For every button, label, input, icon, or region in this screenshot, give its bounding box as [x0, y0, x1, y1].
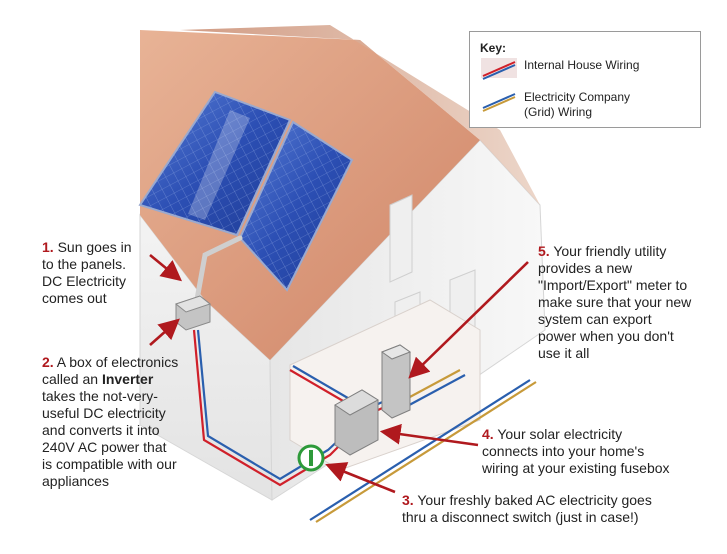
solar-panels	[138, 90, 354, 292]
step-2-inverter-term: Inverter	[101, 371, 154, 387]
roof-gable-trim	[180, 25, 540, 205]
step-1-number: 1.	[42, 239, 54, 255]
callout-step-1: 1. Sun goes in to the panels. DC Electri…	[42, 239, 172, 307]
internal-wiring-swatch	[481, 58, 517, 80]
inverter-box	[174, 295, 212, 331]
disconnect-switch	[297, 444, 325, 472]
key-grid-label-line1: Electricity Company	[524, 90, 631, 104]
window-upper	[389, 194, 413, 283]
step-5-number: 5.	[538, 243, 550, 259]
step-3-text: Your freshly baked AC electricity goes t…	[402, 492, 652, 525]
callout-step-3: 3. Your freshly baked AC electricity goe…	[402, 492, 702, 526]
step-2-number: 2.	[42, 354, 54, 370]
grid-wiring-swatch	[482, 93, 516, 112]
step-4-text: Your solar electricity connects into you…	[482, 426, 670, 476]
key-grid-label-line2: (Grid) Wiring	[524, 105, 592, 119]
callout-arrows	[149, 253, 529, 494]
import-export-meter	[380, 344, 412, 419]
step-1-text: Sun goes in to the panels. DC Electricit…	[42, 239, 132, 306]
arrow-step-5	[408, 261, 529, 379]
step-2-text-a: A box of electronics called an	[42, 354, 179, 387]
dc-conduit	[193, 235, 243, 308]
fusebox	[334, 389, 379, 456]
arrow-step-3	[325, 462, 396, 494]
callout-step-2: 2. A box of electronics called an Invert…	[42, 354, 212, 490]
key-internal-label: Internal House Wiring	[524, 58, 640, 72]
callout-step-4: 4. Your solar electricity connects into …	[482, 426, 712, 477]
step-4-number: 4.	[482, 426, 494, 442]
step-3-number: 3.	[402, 492, 414, 508]
key-legend: Key: Internal House Wiring Electricity C…	[469, 31, 701, 128]
step-5-text: Your friendly utility provides a new "Im…	[538, 243, 692, 361]
callout-step-5: 5. Your friendly utility provides a new …	[538, 243, 718, 362]
step-2-text-b: takes the not-very- useful DC electricit…	[42, 388, 177, 489]
arrow-step-4	[379, 423, 479, 447]
arrow-step-2	[149, 318, 180, 346]
key-title: Key:	[480, 41, 507, 55]
arrow-step-1	[149, 253, 183, 282]
